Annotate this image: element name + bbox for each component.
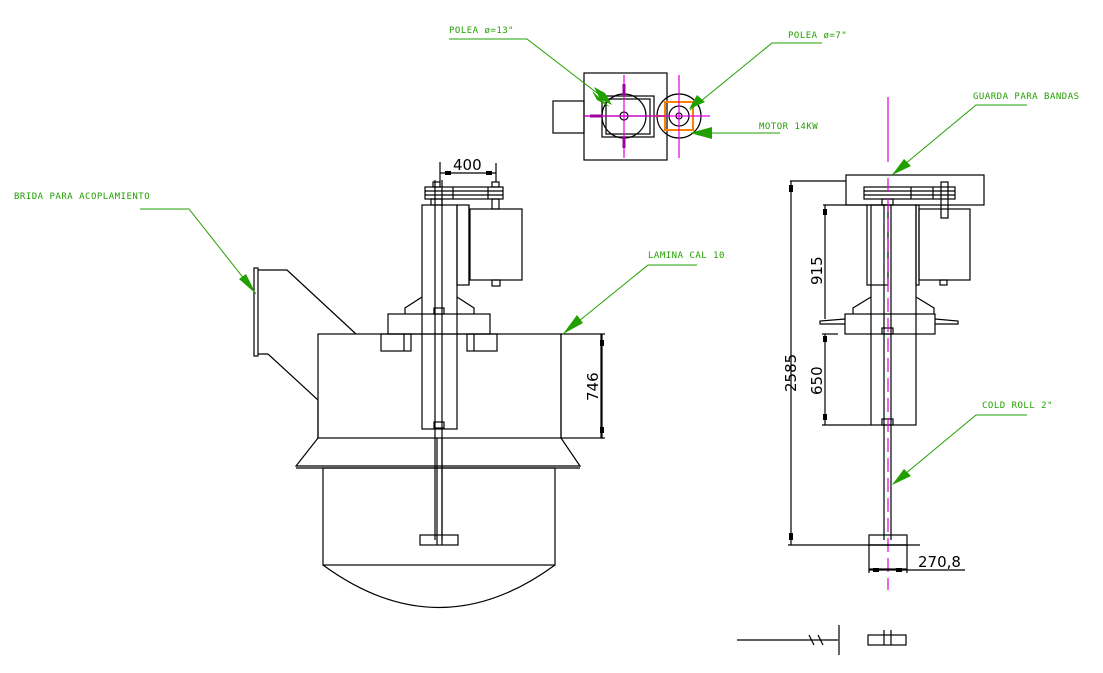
- detail-symbol: [737, 625, 907, 655]
- label-cold-roll: COLD ROLL 2": [982, 401, 1053, 411]
- tank-bottom: [322, 564, 556, 608]
- leader-arrow-icon: [690, 127, 712, 139]
- side-column: [870, 204, 917, 426]
- annotations: POLEA ø=13" POLEA ø=7" MOTOR 14KW GUARDA…: [14, 26, 1080, 485]
- leader-arrow-icon: [892, 159, 911, 175]
- leader-arrow-icon: [563, 315, 583, 334]
- dimension-400: 400: [453, 156, 482, 174]
- belt-guard: [845, 174, 985, 206]
- dimension-650: 650: [808, 366, 826, 395]
- dimension-2585: 2585: [782, 354, 800, 392]
- label-lamina: LAMINA CAL 10: [648, 251, 725, 261]
- leader-arrow-icon: [239, 274, 256, 294]
- impeller-symbol: [867, 634, 907, 646]
- leader-arrow-icon: [689, 95, 705, 109]
- dimension-915: 915: [808, 256, 826, 285]
- label-brida: BRIDA PARA ACOPLAMIENTO: [14, 192, 150, 202]
- dimension-270-8: 270,8: [918, 553, 961, 571]
- tank-skirt: [294, 437, 582, 467]
- base-plate: [387, 313, 491, 335]
- side-motor: [918, 208, 971, 281]
- side-view: 2585 915 650 270,8: [782, 97, 985, 590]
- motor-body: [469, 208, 523, 281]
- impeller: [419, 534, 459, 546]
- pulley-stack: [424, 186, 504, 200]
- drive-column: [421, 204, 458, 430]
- lower-tank: [322, 467, 556, 566]
- label-motor: MOTOR 14KW: [759, 122, 818, 132]
- front-view: 400 746: [253, 156, 605, 608]
- dimension-746: 746: [584, 372, 602, 401]
- leader-arrow-icon: [892, 469, 911, 485]
- top-view: [552, 72, 710, 161]
- label-polea-7: POLEA ø=7": [788, 31, 847, 41]
- top-view-inlet: [552, 100, 585, 134]
- side-base-plate: [844, 313, 936, 335]
- flange: [253, 267, 259, 357]
- label-polea-13: POLEA ø=13": [449, 26, 514, 36]
- label-guarda: GUARDA PARA BANDAS: [973, 92, 1080, 102]
